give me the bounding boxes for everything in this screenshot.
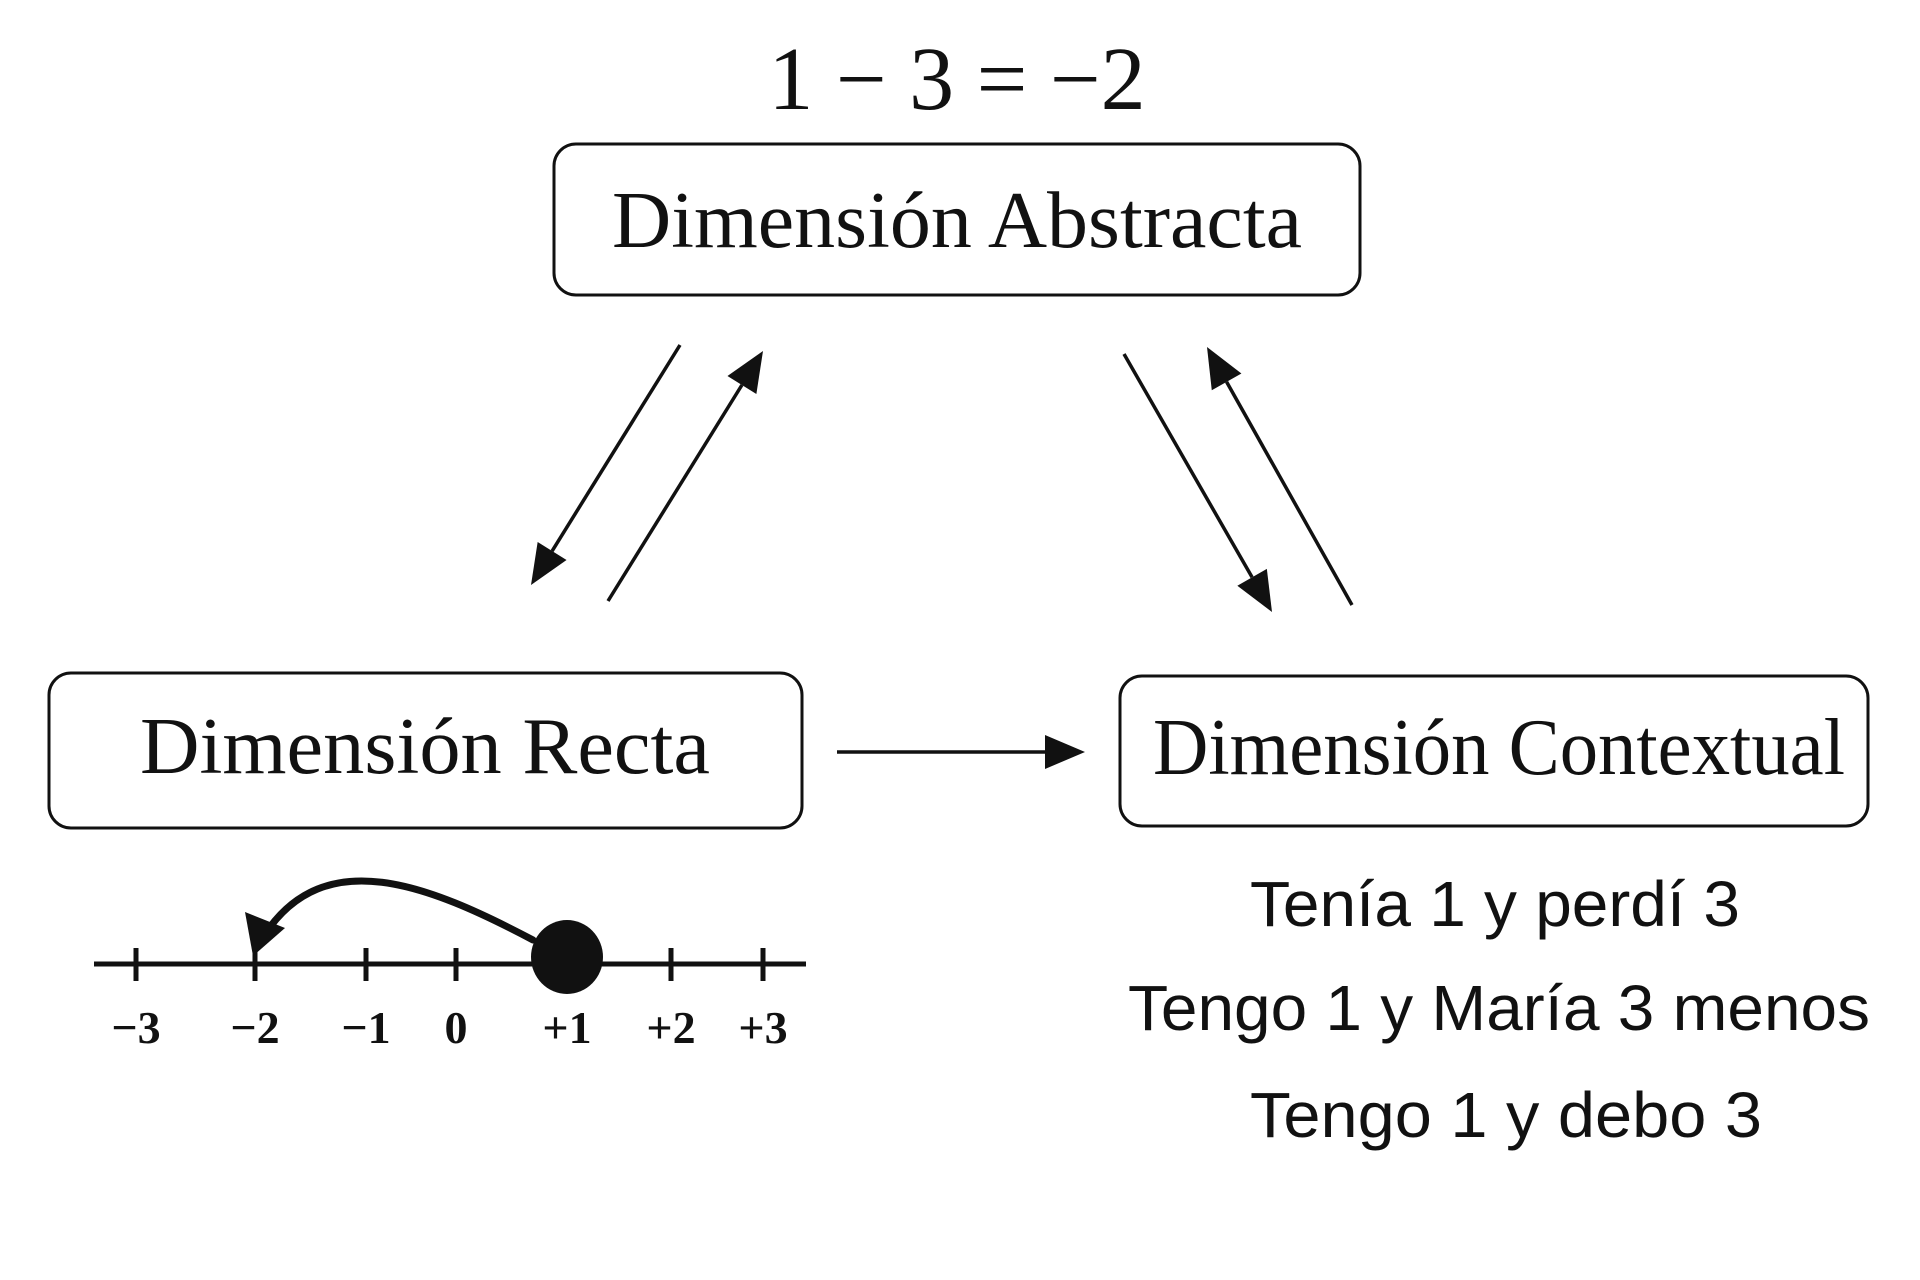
start-point-dot [531,920,603,994]
edge-context-to-abstract [1207,347,1354,606]
tick-label: −1 [341,1002,390,1053]
tick-label: +3 [738,1002,787,1053]
tick-label: +1 [542,1002,591,1053]
tick-label: 0 [445,1002,468,1053]
tick-label: −3 [111,1002,160,1053]
arrowhead-icon [727,351,763,394]
arrowhead-icon [1207,347,1242,391]
arrowhead-icon [1237,568,1272,612]
edges [531,344,1354,769]
number-line: −3 −2 −1 0 +1 +2 +3 [94,877,806,1053]
context-examples: Tenía 1 y perdí 3 Tengo 1 y María 3 meno… [1128,868,1870,1151]
jump-arrowhead-icon [245,912,285,956]
tick-label: −2 [230,1002,279,1053]
edge-abstract-to-line [531,344,682,585]
node-abstract-dimension: Dimensión Abstracta [552,142,1362,297]
edge-line-to-context [837,735,1085,769]
node-abstract-label: Dimensión Abstracta [612,177,1302,265]
context-example: Tengo 1 y María 3 menos [1128,972,1870,1044]
equation: 1 − 3 = −2 [768,30,1145,129]
node-context-label: Dimensión Contextual [1153,704,1845,792]
node-line-dimension: Dimensión Recta [47,671,804,830]
arrow-shaft [550,344,682,552]
context-example: Tengo 1 y debo 3 [1250,1079,1762,1151]
node-line-label: Dimensión Recta [140,703,710,791]
arrowhead-icon [531,542,567,585]
edge-line-to-abstract [606,351,763,602]
arrow-shaft [606,384,744,602]
node-abstract-box [552,142,1362,297]
node-line-box [47,671,804,830]
context-example: Tenía 1 y perdí 3 [1250,868,1740,940]
arrowhead-icon [1045,735,1085,769]
jump-arc [261,877,537,944]
node-context-box [1118,674,1870,828]
arrow-shaft [1225,381,1354,606]
arrow-shaft [1122,353,1254,579]
tick-label: +2 [646,1002,695,1053]
edge-abstract-to-context [1122,353,1272,612]
node-context-dimension: Dimensión Contextual [1118,674,1870,828]
